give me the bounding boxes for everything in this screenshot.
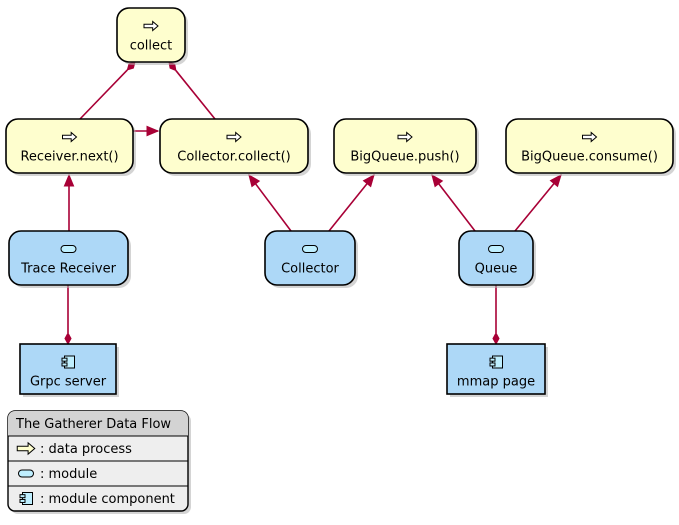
diagram-node-collector_collect[interactable]: Collector.collect() — [159, 118, 311, 176]
diagram-edge-trace-receiver-to-next — [63, 173, 75, 231]
diagram-node-mmap_page[interactable]: mmap page — [446, 343, 548, 397]
legend-row-label: : data process — [40, 442, 132, 457]
arrow-head-icon — [63, 173, 75, 187]
diagram-node-grpc_server[interactable]: Grpc server — [19, 343, 119, 397]
node-label: collect — [130, 39, 173, 54]
arrow-head-icon — [431, 173, 444, 188]
module-component-icon — [61, 355, 75, 369]
node-label: Receiver.next() — [20, 150, 118, 165]
node-box[interactable] — [116, 7, 186, 63]
diagram-node-collector[interactable]: Collector — [264, 230, 358, 288]
arrow-head-icon — [248, 173, 261, 188]
diagram-edge-queue-to-push — [431, 173, 476, 232]
diagram-node-collect[interactable]: collect — [116, 7, 188, 65]
node-box[interactable] — [458, 230, 534, 286]
legend-layer: The Gatherer Data Flow : data process : mo… — [7, 410, 191, 514]
node-label: Collector.collect() — [177, 150, 290, 165]
data-process-arrow-icon — [143, 20, 159, 32]
legend: The Gatherer Data Flow : data process : mo… — [7, 410, 191, 514]
diagram-node-queue[interactable]: Queue — [458, 230, 536, 288]
node-box[interactable] — [8, 230, 129, 286]
node-label: mmap page — [457, 375, 535, 390]
node-label: BigQueue.push() — [350, 150, 459, 165]
node-box[interactable] — [446, 343, 546, 395]
node-box[interactable] — [19, 343, 117, 395]
legend-row-2: : module component — [19, 492, 175, 507]
diagram-edge-collector-to-push — [328, 173, 375, 232]
diagram-edge-trace-receiver-to-grpc — [64, 285, 72, 346]
legend-title: The Gatherer Data Flow — [15, 417, 171, 432]
legend-row-label: : module — [40, 467, 97, 482]
data-process-arrow-icon — [16, 441, 36, 456]
legend-row-label: : module component — [40, 492, 175, 507]
legend-row-1: : module — [18, 467, 97, 482]
arrow-head-icon — [362, 173, 375, 188]
module-icon — [488, 245, 504, 253]
node-box[interactable] — [159, 118, 309, 174]
module-icon — [18, 469, 34, 478]
legend-header-background — [8, 411, 188, 436]
module-component-icon — [19, 492, 33, 505]
diagram-edge-queue-to-consume — [514, 173, 562, 232]
diagram-node-bigqueue_push[interactable]: BigQueue.push() — [333, 118, 479, 176]
node-label: BigQueue.consume() — [521, 150, 658, 165]
edges-layer — [63, 61, 562, 346]
data-process-arrow-icon — [62, 131, 78, 143]
node-box[interactable] — [264, 230, 356, 286]
diagram-node-bigqueue_consume[interactable]: BigQueue.consume() — [505, 118, 676, 176]
diagram-edge-collector-to-collect — [248, 173, 292, 232]
module-component-icon — [489, 355, 503, 369]
diagram-node-trace_receiver[interactable]: Trace Receiver — [8, 230, 131, 288]
arrow-head-icon — [549, 173, 562, 188]
node-label: Collector — [281, 262, 339, 277]
data-process-arrow-icon — [582, 131, 598, 143]
node-label: Queue — [475, 262, 518, 277]
data-process-arrow-icon — [226, 131, 242, 143]
node-box[interactable] — [333, 118, 477, 174]
legend-row-0: : data process — [16, 441, 132, 457]
node-label: Trace Receiver — [20, 262, 117, 277]
node-box[interactable] — [505, 118, 674, 174]
data-process-arrow-icon — [397, 131, 413, 143]
diagram-node-receiver_next[interactable]: Receiver.next() — [5, 118, 136, 176]
module-icon — [60, 245, 77, 253]
arrow-head-icon — [146, 125, 160, 137]
diagram-edge-receiver-to-collector — [133, 125, 160, 137]
node-label: Grpc server — [30, 375, 107, 390]
node-box[interactable] — [5, 118, 134, 174]
module-icon — [302, 245, 318, 253]
